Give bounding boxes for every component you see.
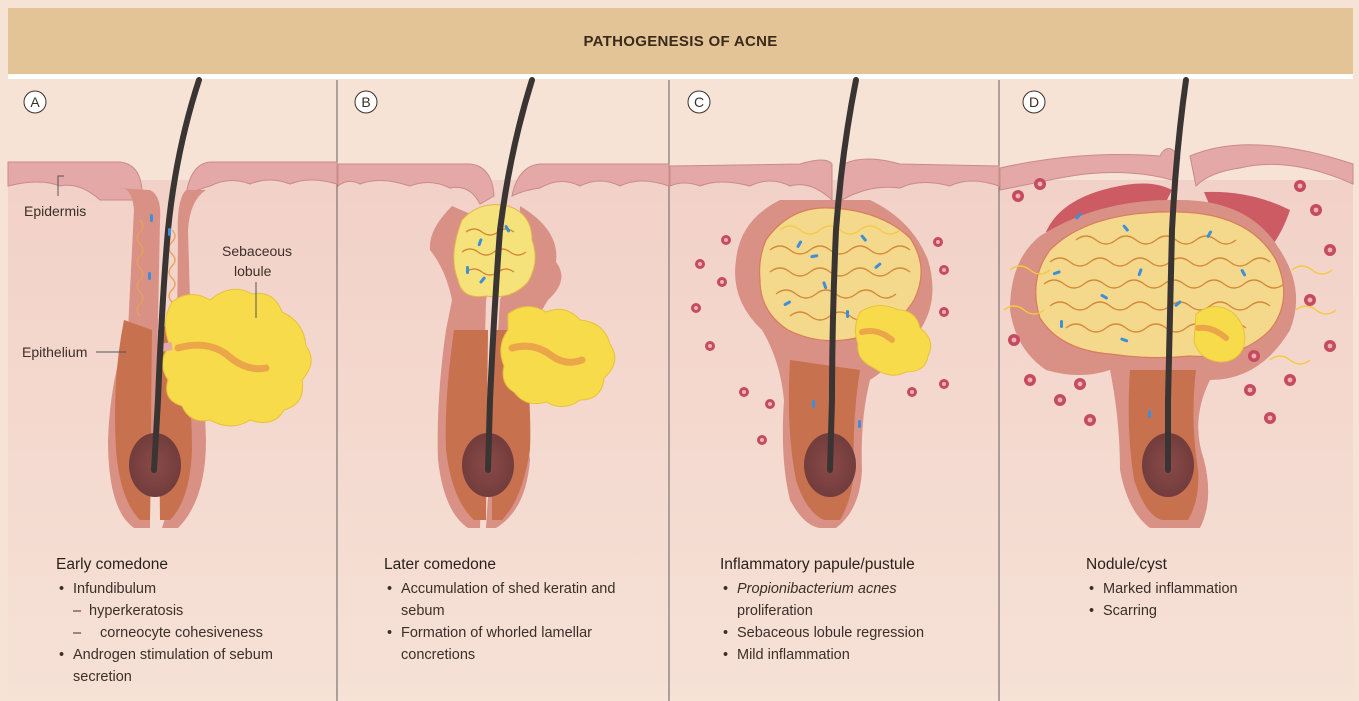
panel-b-bullet: Formation of whorled lamellar concretion… xyxy=(384,622,641,666)
bullet-text: Formation of whorled lamellar concretion… xyxy=(401,625,592,663)
bullet-text: Androgen stimulation of sebum secretion xyxy=(73,647,273,685)
label-epithelium: Epithelium xyxy=(22,344,87,360)
label-sebaceous-line1: Sebaceous xyxy=(222,243,292,259)
bullet-text: Sebaceous lobule regression xyxy=(737,625,924,641)
panel-b-letter: B xyxy=(361,94,370,110)
bullet-text: Scarring xyxy=(1103,603,1157,619)
panel-c-letter: C xyxy=(694,94,704,110)
panel-d-description: Nodule/cyst Marked inflammation Scarring xyxy=(1086,554,1238,622)
bullet-text: Mild inflammation xyxy=(737,647,850,663)
subbullet-text: hyperkeratosis xyxy=(89,603,183,619)
label-sebaceous-line2: lobule xyxy=(234,263,272,279)
panel-a-bullet: Androgen stimulation of sebum secretion xyxy=(56,644,273,688)
panel-d-bullet: Scarring xyxy=(1086,600,1238,622)
bullet-italic-text: Propionibacterium acnes xyxy=(737,581,897,597)
subbullet-text: corneocyte cohesiveness xyxy=(100,625,263,641)
panel-b-bullet: Accumulation of shed keratin and sebum xyxy=(384,578,641,622)
panel-a-title: Early comedone xyxy=(56,554,273,576)
panel-d-letter: D xyxy=(1029,94,1039,110)
panel-a-description: Early comedone Infundibulum hyperkeratos… xyxy=(56,554,273,688)
panel-a-subbullet: hyperkeratosis xyxy=(56,600,273,622)
panel-c-description: Inflammatory papule/pustule Propionibact… xyxy=(720,554,957,666)
panel-d-title: Nodule/cyst xyxy=(1086,554,1238,576)
panel-c-bullet: Mild inflammation xyxy=(720,644,957,666)
panel-c-bullet: Sebaceous lobule regression xyxy=(720,622,957,644)
label-epidermis: Epidermis xyxy=(24,203,86,219)
panel-b-title: Later comedone xyxy=(384,554,641,576)
bullet-text: Marked inflammation xyxy=(1103,581,1238,597)
bullet-text: proliferation xyxy=(737,603,813,619)
bullet-text: Infundibulum xyxy=(73,581,156,597)
panel-c-bullet: Propionibacterium acnes proliferation xyxy=(720,578,957,622)
panel-b-description: Later comedone Accumulation of shed kera… xyxy=(384,554,641,666)
bullet-text: Accumulation of shed keratin and sebum xyxy=(401,581,615,619)
panel-a-letter: A xyxy=(30,94,40,110)
panel-a-bullet: Infundibulum xyxy=(56,578,273,600)
panel-c-title: Inflammatory papule/pustule xyxy=(720,554,957,576)
panel-a-subbullet: corneocyte cohesiveness xyxy=(56,622,273,644)
panel-d-bullet: Marked inflammation xyxy=(1086,578,1238,600)
